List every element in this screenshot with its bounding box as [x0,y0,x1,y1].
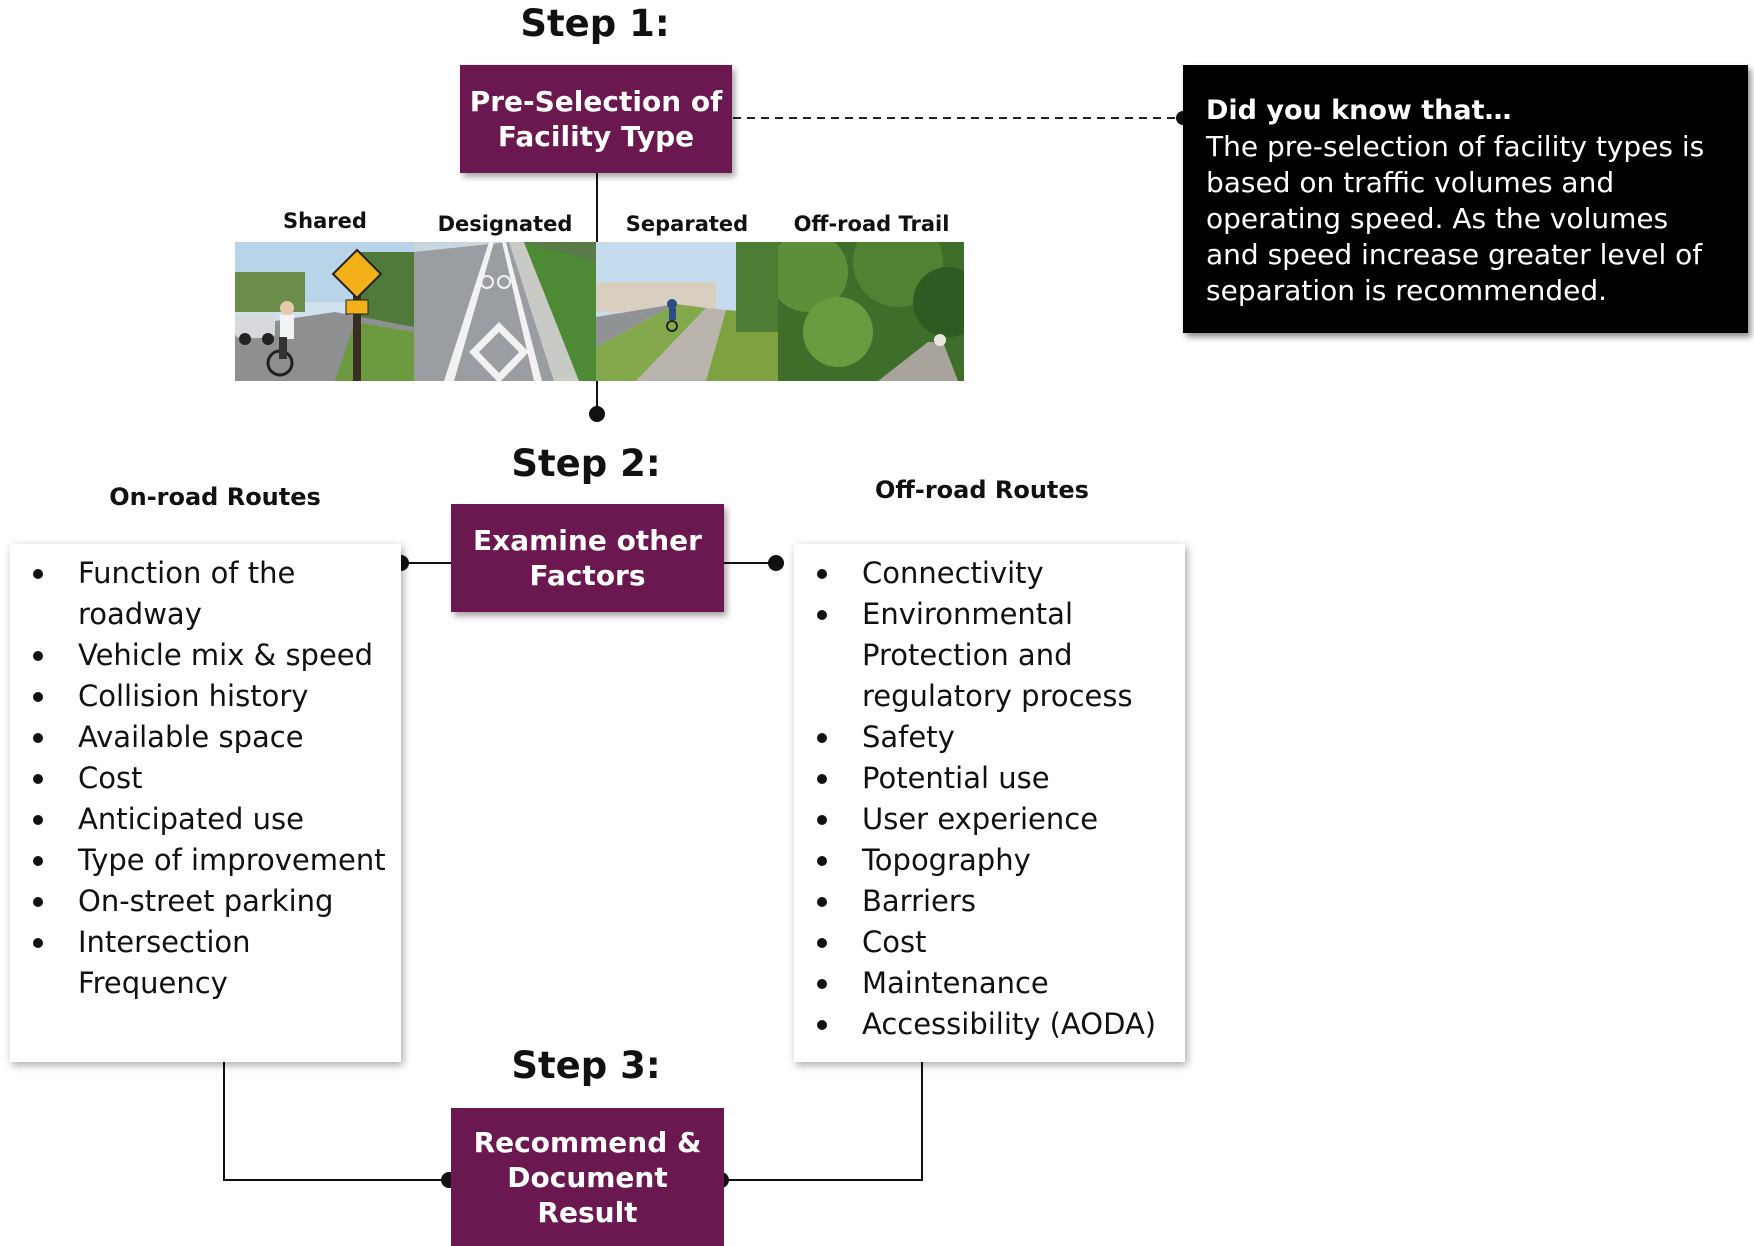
list-item: Maintenance [794,963,1185,1004]
did-you-know-panel: Did you know that… The pre-selection of … [1183,65,1748,333]
list-item: Type of improvement [10,840,401,881]
facility-label-shared: Shared [283,209,367,233]
off-road-list: Connectivity Environmental Protection an… [794,544,1185,1062]
pre-selection-box: Pre-Selection of Facility Type [460,65,732,173]
list-item: Cost [10,758,401,799]
facility-label-designated: Designated [437,212,573,236]
list-item: Available space [10,717,401,758]
list-item: Function of the roadway [10,553,401,635]
list-item: Vehicle mix & speed [10,635,401,676]
list-item: On-street parking [10,881,401,922]
list-item: Collision history [10,676,401,717]
list-item: Anticipated use [10,799,401,840]
off-road-to-step3-line [721,1062,923,1181]
list-item: Cost [794,922,1185,963]
separated-path-photo [596,242,778,381]
examine-factors-box: Examine other Factors [451,504,724,612]
bike-lane-photo [414,242,596,381]
facility-label-off-road-trail: Off-road Trail [793,212,950,236]
facility-label-separated: Separated [625,212,749,236]
list-item: Topography [794,840,1185,881]
shared-roadway-photo [235,242,414,381]
on-road-to-step3-line [223,1062,449,1181]
did-you-know-heading: Did you know that… [1206,95,1512,126]
did-you-know-text: The pre-selection of facility types is b… [1206,130,1705,307]
list-item: User experience [794,799,1185,840]
step2-title: Step 2: [511,442,661,485]
on-road-heading: On-road Routes [109,483,321,511]
step1-title: Step 1: [520,2,670,45]
list-item: Barriers [794,881,1185,922]
facility-photos [235,242,964,381]
list-item: Environmental Protection and regulatory … [794,594,1185,717]
list-item: Potential use [794,758,1185,799]
off-road-heading: Off-road Routes [875,476,1089,504]
list-item: Intersection Frequency [10,922,401,1004]
list-item: Accessibility (AODA) [794,1004,1185,1045]
connector-dot [589,406,605,422]
connector-dot [768,555,784,571]
recommend-document-box: Recommend & Document Result [451,1108,724,1246]
off-road-trail-photo [778,242,964,381]
step3-title: Step 3: [511,1044,661,1087]
list-item: Connectivity [794,553,1185,594]
on-road-list: Function of the roadway Vehicle mix & sp… [10,544,401,1062]
list-item: Safety [794,717,1185,758]
